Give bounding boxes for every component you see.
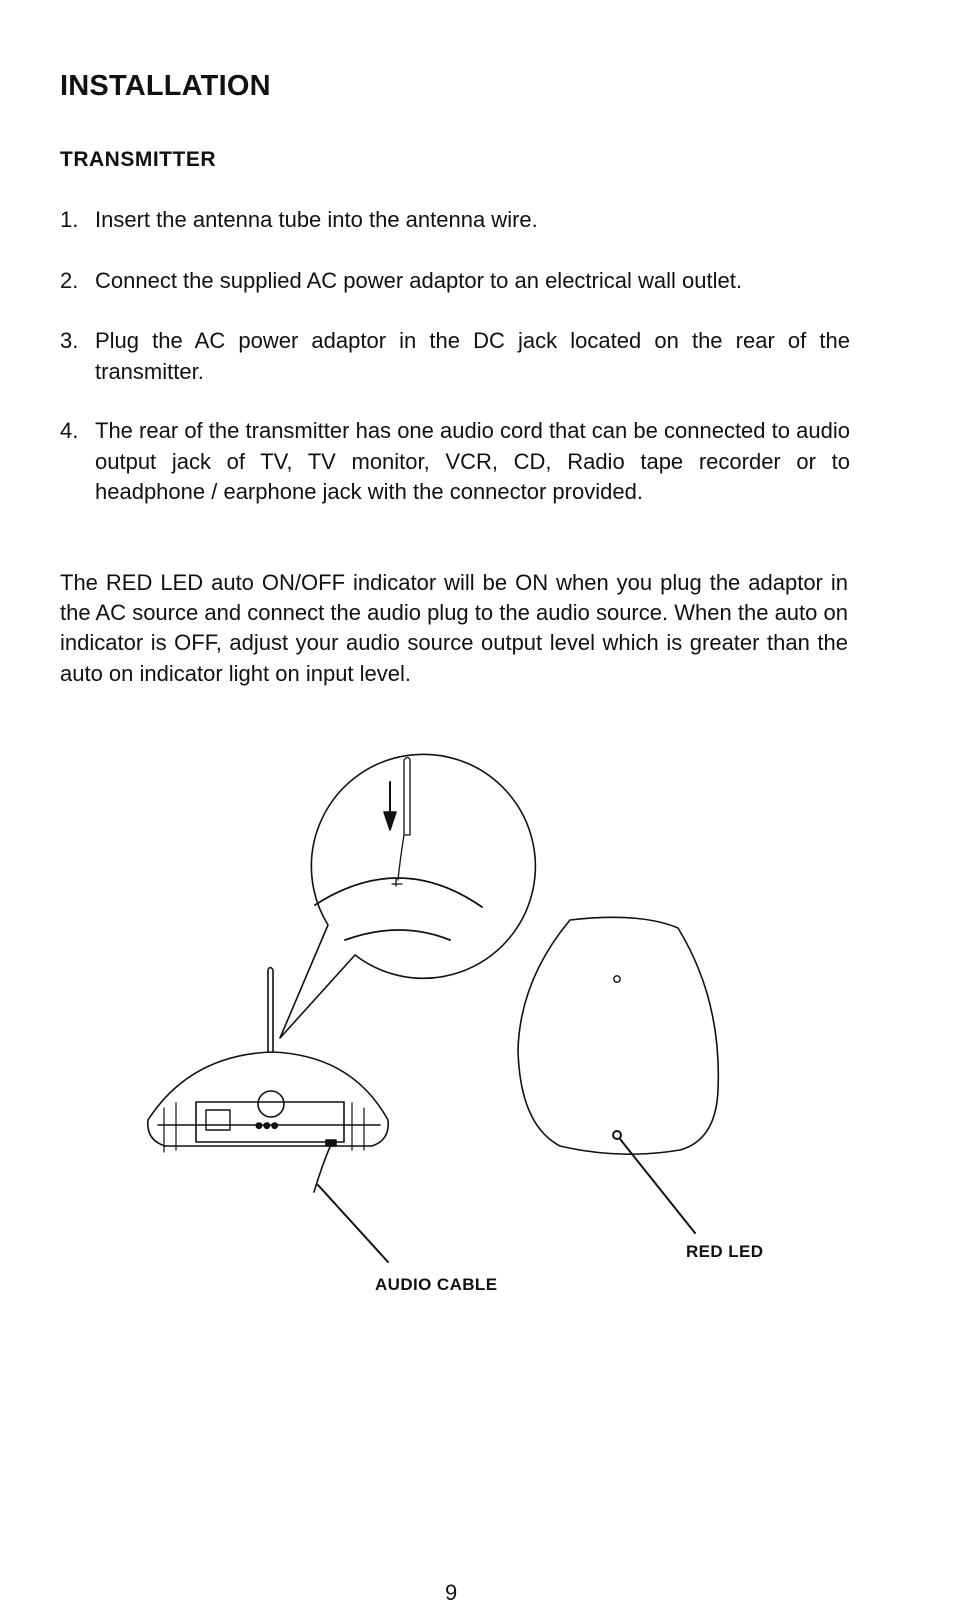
section-title: TRANSMITTER — [60, 148, 216, 171]
step-text: The rear of the transmitter has one audi… — [95, 418, 850, 504]
red-led-label: RED LED — [686, 1242, 764, 1261]
red-led-icon — [612, 1130, 622, 1140]
step-1: 1. Insert the antenna tube into the ante… — [60, 205, 850, 236]
step-number: 1. — [60, 207, 79, 232]
step-text: Connect the supplied AC power adaptor to… — [95, 268, 742, 293]
step-number: 2. — [60, 268, 79, 293]
step-text: Insert the antenna tube into the antenna… — [95, 207, 538, 232]
step-text: Plug the AC power adaptor in the DC jack… — [95, 328, 850, 384]
page-number: 9 — [445, 1580, 458, 1605]
transmitter-unit: ●●● — [147, 966, 389, 1153]
audio-cable-leader — [317, 1184, 389, 1263]
audio-cable — [313, 1141, 333, 1193]
red-led-leader — [619, 1138, 696, 1234]
transmitter-illustration: ●●● — [147, 753, 720, 1263]
step-2: 2. Connect the supplied AC power adaptor… — [60, 266, 850, 297]
magnifier-callout — [279, 753, 537, 1039]
step-4: 4. The rear of the transmitter has one a… — [60, 416, 850, 508]
step-3: 3. Plug the AC power adaptor in the DC j… — [60, 326, 850, 387]
svg-text:●●●: ●●● — [255, 1121, 279, 1131]
magnified-antenna — [403, 756, 411, 836]
page-title: INSTALLATION — [60, 70, 271, 102]
step-number: 4. — [60, 418, 79, 443]
led-indicator-note: The RED LED auto ON/OFF indicator will b… — [60, 570, 848, 686]
step-number: 3. — [60, 328, 79, 353]
audio-cable-label: AUDIO CABLE — [375, 1275, 498, 1294]
receiver-unit — [517, 916, 720, 1155]
